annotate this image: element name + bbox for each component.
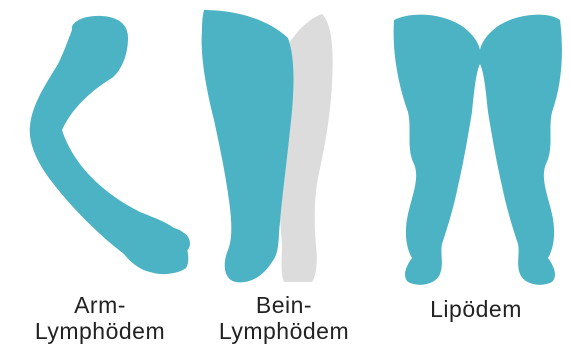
leg-lymphedema-caption: Bein- Lymphödem: [184, 292, 384, 344]
lipedema-caption: Lipödem: [376, 296, 571, 322]
leg-caption-line1: Bein-: [184, 292, 384, 318]
leg-lymphedema-figure: [202, 10, 333, 282]
swollen-arm-shape: [30, 16, 189, 274]
swollen-leg-shape: [202, 10, 294, 282]
leg-caption-line2: Lymphödem: [184, 318, 384, 344]
arm-lymphedema-caption: Arm- Lymphödem: [0, 292, 200, 344]
arm-lymphedema-figure: [30, 16, 190, 274]
arm-caption-line1: Arm-: [0, 292, 200, 318]
lipedema-caption-line1: Lipödem: [376, 296, 571, 322]
lipedema-figure: [394, 15, 562, 285]
lipedema-legs-shape: [394, 15, 562, 285]
arm-caption-line2: Lymphödem: [0, 318, 200, 344]
